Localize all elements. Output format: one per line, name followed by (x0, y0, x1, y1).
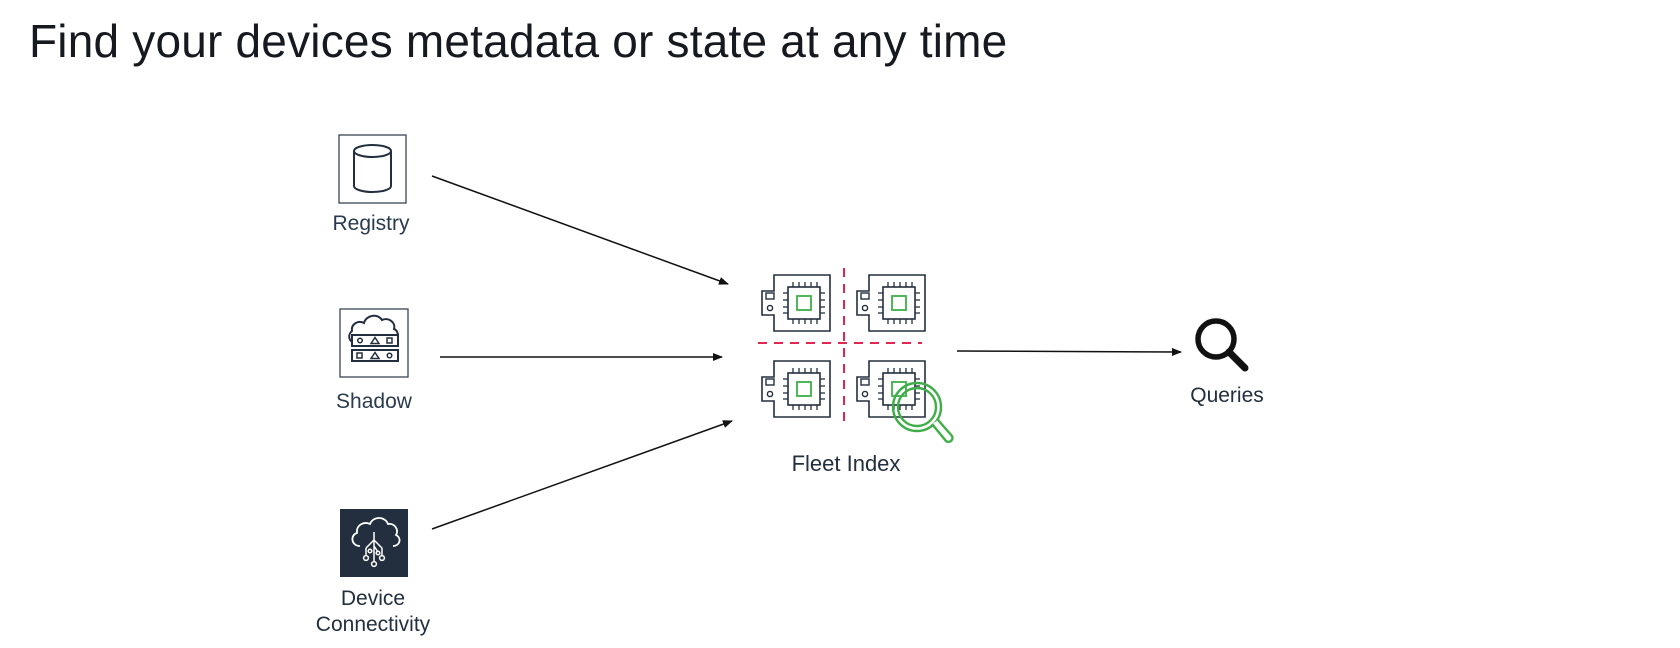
chip-icon (856, 274, 926, 332)
magnifier-icon (891, 381, 954, 444)
queries-node (1195, 318, 1249, 372)
fleet-index-label: Fleet Index (791, 451, 901, 476)
shadow-label: Shadow (336, 390, 412, 413)
database-cylinder-icon (338, 134, 407, 204)
edge-registry-to-fleet-index (431, 175, 729, 285)
chip-icon (761, 274, 831, 332)
search-icon (1195, 318, 1249, 372)
cloud-iot-connectivity-icon (340, 509, 408, 577)
edge-device-connectivity-to-fleet-index (431, 420, 733, 530)
device-connectivity-label: Device Connectivity (315, 587, 431, 636)
page-title: Find your devices metadata or state at a… (29, 15, 1008, 67)
device-connectivity-node (340, 509, 408, 577)
shadow-node (339, 308, 409, 378)
edge-fleet-index-to-queries (956, 347, 1182, 356)
registry-node (338, 134, 407, 204)
queries-label: Queries (1190, 384, 1264, 407)
cloud-device-shadow-icon (339, 308, 409, 378)
chip-icon (761, 360, 831, 418)
fleet-index-node (758, 268, 954, 444)
registry-label: Registry (332, 212, 410, 235)
fleet-index-chips-magnifier-icon (758, 268, 954, 444)
